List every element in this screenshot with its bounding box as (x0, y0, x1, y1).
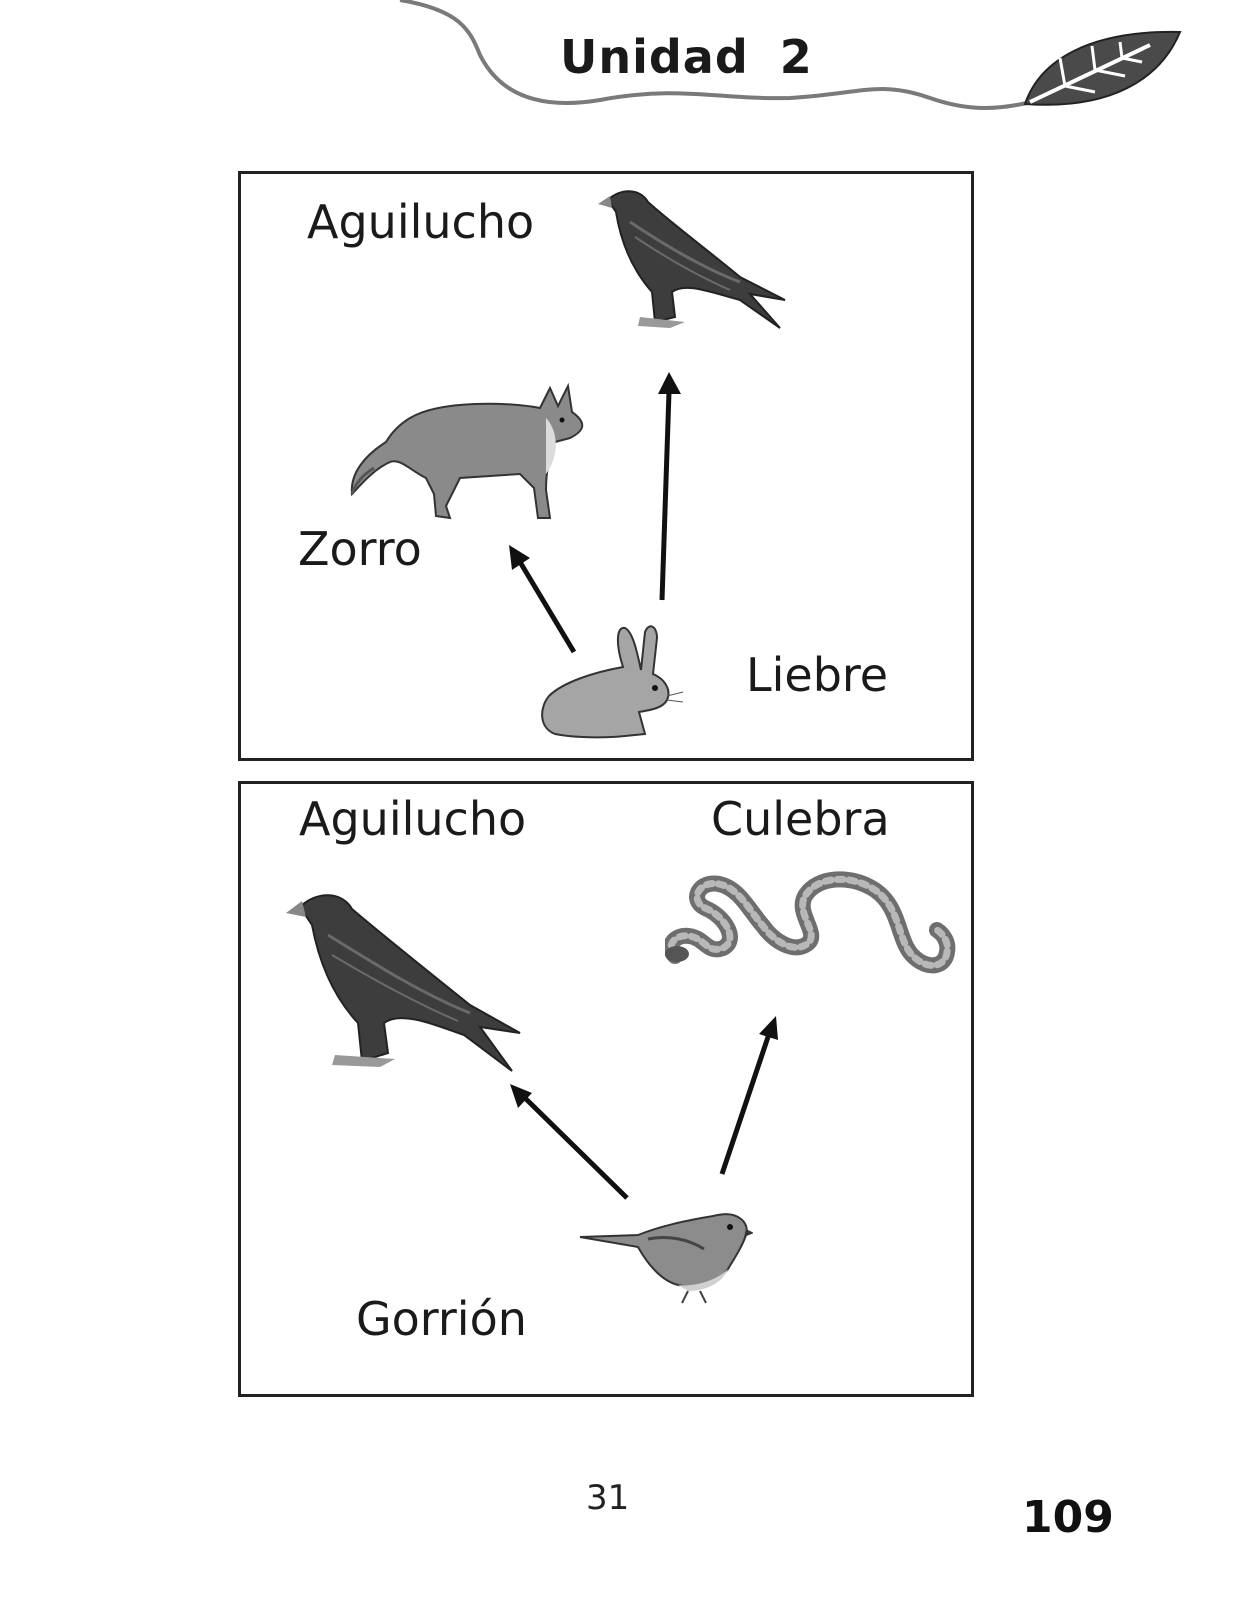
food-chain-panel-bottom (238, 781, 974, 1397)
label-zorro: Zorro (298, 522, 422, 576)
leaf-icon (1023, 30, 1182, 106)
header-wave-line (399, 0, 1041, 110)
label-gorrion: Gorrión (356, 1292, 527, 1346)
page-number-right: 109 (1022, 1492, 1114, 1543)
label-liebre: Liebre (746, 648, 889, 702)
fox-illustration (350, 382, 584, 520)
page-number-center: 31 (586, 1478, 630, 1518)
label-aguilucho-top: Aguilucho (307, 195, 535, 249)
snake-illustration (665, 871, 956, 974)
sparrow-illustration (579, 1213, 753, 1304)
eagle-illustration (598, 190, 786, 329)
label-aguilucho-bottom: Aguilucho (299, 792, 527, 846)
eagle-illustration-bottom (286, 894, 521, 1072)
food-chain-panel-top (238, 171, 974, 761)
header-decoration (399, 0, 1182, 110)
hare-illustration (541, 625, 684, 739)
label-culebra: Culebra (711, 792, 890, 846)
unit-title: Unidad 2 (560, 30, 813, 84)
